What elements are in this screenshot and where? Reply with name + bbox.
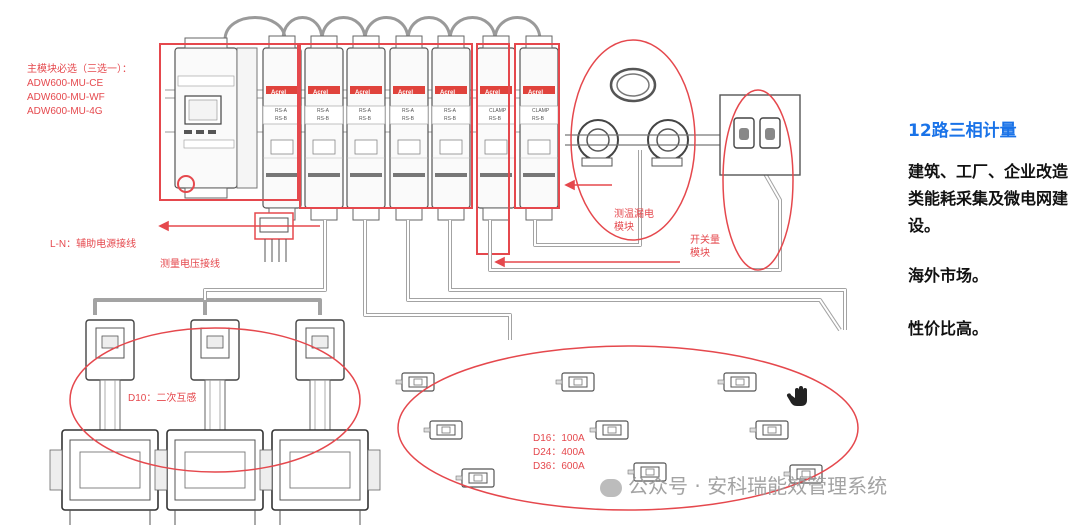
module-port-label: RS-B — [489, 116, 502, 122]
d16-label: D16：100A — [533, 433, 585, 444]
module-brand-label: Acrel — [271, 90, 286, 96]
sidebar-paragraph-2: 海外市场。 — [908, 266, 989, 285]
sidebar-paragraph-1: 建筑、工厂、企业改造类能耗采集及微电网建设。 — [908, 162, 1069, 235]
module-port-label: RS-A — [444, 108, 457, 114]
d36-label: D36：600A — [533, 461, 585, 472]
arrows — [158, 179, 680, 268]
bus-loops — [223, 16, 542, 41]
module-port-label: RS-B — [359, 116, 372, 122]
main-module-option-wf: ADW600-MU-WF — [27, 92, 105, 103]
module-1 — [262, 35, 302, 221]
d10-transformers — [49, 319, 381, 526]
leakage-sensors — [565, 39, 720, 241]
sidebar-title: 12路三相计量 — [908, 121, 1017, 141]
module-brand-label: Acrel — [355, 90, 370, 96]
module-brand-label: Acrel — [313, 90, 328, 96]
voltage-connector — [254, 212, 294, 262]
module-port-label: RS-B — [275, 116, 288, 122]
module-port-label: RS-A — [359, 108, 372, 114]
main-module-option-ce: ADW600-MU-CE — [27, 78, 104, 89]
module-port-label: RS-A — [402, 108, 415, 114]
module-brand-label: Acrel — [440, 90, 455, 96]
split-core-cts — [395, 345, 859, 511]
d24-label: D24：400A — [533, 447, 585, 458]
ln-aux-label: L-N：辅助电源接线 — [50, 239, 137, 250]
module-5 — [431, 35, 471, 221]
module-3 — [346, 35, 386, 221]
voltage-label: 测量电压接线 — [160, 259, 220, 270]
module-port-label: RS-A — [275, 108, 288, 114]
switch-label-1: 开关量 — [690, 235, 720, 246]
module-brand-label: Acrel — [398, 90, 413, 96]
main-module-title: 主模块必选（三选一）： — [27, 64, 132, 75]
highlight-frames — [159, 43, 560, 255]
leakage-label-1: 测温漏电 — [614, 209, 654, 220]
leakage-label-2: 模块 — [614, 222, 634, 233]
hand-cursor-icon — [786, 386, 807, 406]
module-brand-label: Acrel — [528, 90, 543, 96]
module-port-label: CLAMP — [532, 108, 550, 114]
module-4 — [389, 35, 429, 221]
module-port-label: RS-A — [317, 108, 330, 114]
main-module — [174, 37, 258, 199]
module-port-label: RS-B — [444, 116, 457, 122]
switch-label-2: 模块 — [690, 248, 710, 259]
module-brand-label: Acrel — [485, 90, 500, 96]
module-port-label: RS-B — [532, 116, 545, 122]
d10-label: D10：二次互感 — [128, 393, 197, 404]
wechat-icon — [600, 478, 622, 497]
sidebar-paragraph-3: 性价比高。 — [908, 319, 989, 338]
main-module-option-4g: ADW600-MU-4G — [27, 106, 103, 117]
module-port-label: CLAMP — [489, 108, 507, 114]
watermark-text: 公众号 · 安科瑞能效管理系统 — [628, 474, 888, 498]
switch-panel — [719, 89, 801, 271]
watermark: 公众号 · 安科瑞能效管理系统 — [600, 470, 887, 499]
module-port-label: RS-B — [402, 116, 415, 122]
module-2 — [304, 35, 344, 221]
module-port-label: RS-B — [317, 116, 330, 122]
module-switch — [519, 35, 559, 221]
